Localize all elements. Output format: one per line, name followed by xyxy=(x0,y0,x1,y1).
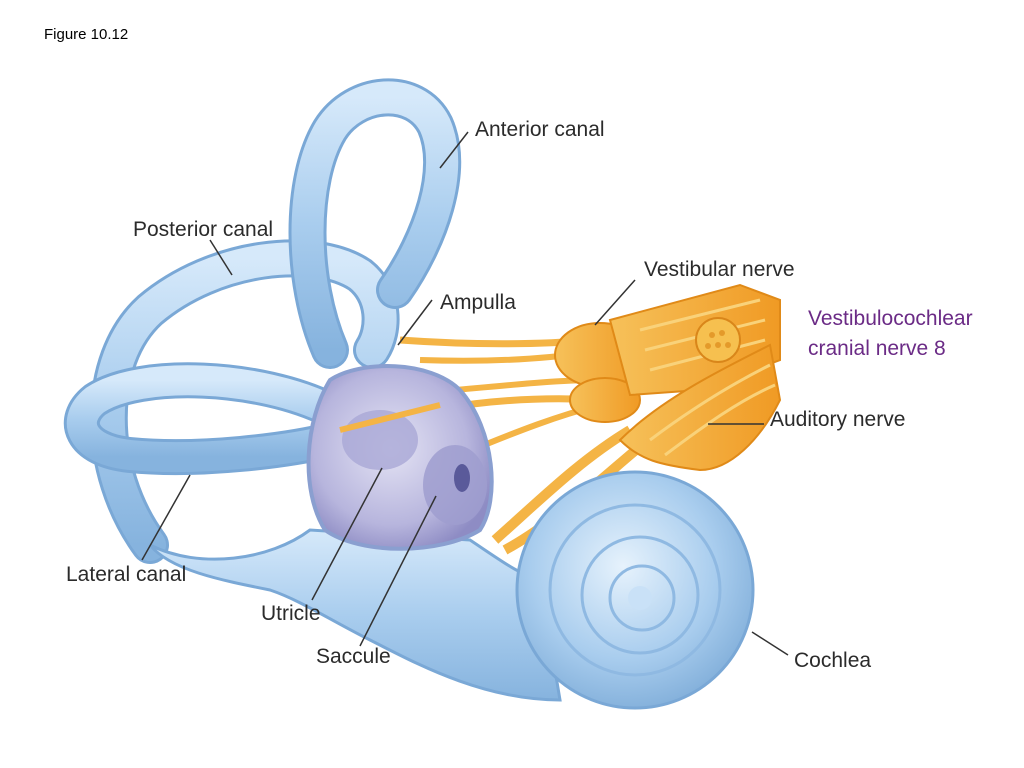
cochlea-shape xyxy=(515,470,755,710)
vestibule xyxy=(306,364,494,551)
leader-lines xyxy=(141,131,789,656)
leader-cochlea xyxy=(751,631,789,656)
anterior-canal xyxy=(288,78,462,369)
label-anterior-canal: Anterior canal xyxy=(475,118,605,141)
labyrinth-body xyxy=(148,528,562,702)
figure-label: Figure 10.12 xyxy=(44,26,129,43)
leader-saccule xyxy=(359,495,437,647)
label-ampulla: Ampulla xyxy=(440,291,516,314)
leader-lateral-canal xyxy=(141,474,191,561)
vestibulocochlear-callout: Vestibulocochlear cranial nerve 8 xyxy=(808,304,973,364)
label-posterior-canal: Posterior canal xyxy=(133,218,274,241)
label-saccule: Saccule xyxy=(316,645,391,668)
leader-utricle xyxy=(311,467,383,601)
leader-vestibular-nerve xyxy=(594,279,636,326)
label-cochlea: Cochlea xyxy=(794,649,872,672)
label-vestibular-nerve: Vestibular nerve xyxy=(644,258,795,281)
label-lateral-canal: Lateral canal xyxy=(66,563,187,586)
leader-ampulla xyxy=(397,299,433,346)
lateral-canal xyxy=(63,362,348,476)
auditory-nerve-trunk xyxy=(618,343,782,472)
leader-anterior-canal xyxy=(439,131,469,169)
nerve-cut-end xyxy=(695,317,741,363)
label-utricle: Utricle xyxy=(261,602,321,625)
callout-line-2: cranial nerve 8 xyxy=(808,337,946,360)
label-auditory-nerve: Auditory nerve xyxy=(770,408,906,431)
callout-line-1: Vestibulocochlear xyxy=(808,307,973,330)
leader-posterior-canal xyxy=(209,239,233,276)
